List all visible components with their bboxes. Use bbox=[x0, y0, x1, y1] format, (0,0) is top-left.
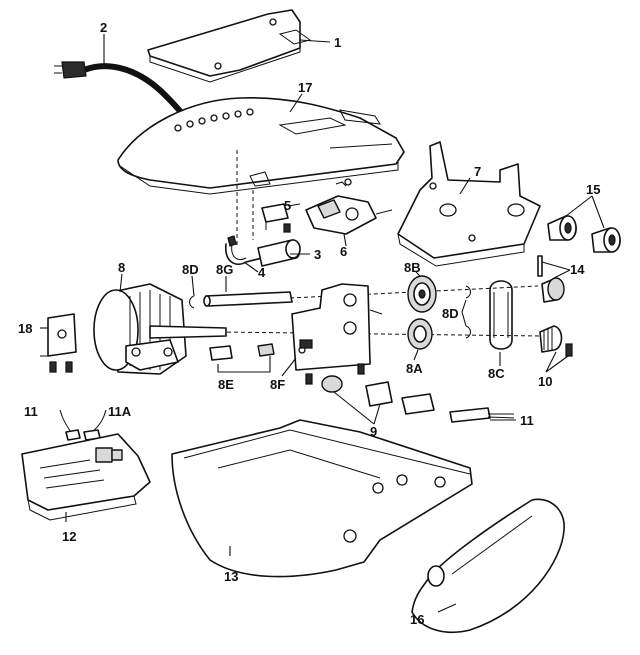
part-8-motor bbox=[93, 283, 227, 375]
part-18-bracket bbox=[40, 313, 77, 373]
part-1-top-plate bbox=[147, 9, 312, 83]
part-8g-shaft bbox=[203, 291, 293, 307]
callout-8g: 8G bbox=[216, 262, 233, 277]
callout-8a: 8A bbox=[406, 361, 423, 376]
part-8e-blocks bbox=[209, 343, 275, 361]
callout-11-left: 11 bbox=[24, 404, 38, 419]
part-5-bracket bbox=[261, 203, 291, 233]
callout-8: 8 bbox=[118, 260, 125, 275]
part-9-sensors bbox=[321, 375, 491, 423]
part-8c-belt bbox=[489, 280, 513, 350]
screws-8f bbox=[305, 363, 365, 385]
part-6-switch-assembly bbox=[305, 178, 393, 235]
callout-11-right: 11 bbox=[520, 413, 534, 428]
callout-3: 3 bbox=[314, 247, 321, 262]
callout-labels: 1 2 17 5 6 3 4 7 15 14 8 8D 8G 8B 8D 8A … bbox=[18, 20, 600, 627]
callout-8c: 8C bbox=[488, 366, 505, 381]
callout-9: 9 bbox=[370, 424, 377, 439]
callout-4: 4 bbox=[258, 265, 266, 280]
part-3-capacitor bbox=[257, 239, 301, 267]
callout-16: 16 bbox=[410, 612, 424, 627]
callout-7: 7 bbox=[474, 164, 481, 179]
callout-8b: 8B bbox=[404, 260, 421, 275]
leader-lines bbox=[40, 34, 605, 613]
part-14-sprocket bbox=[537, 255, 565, 303]
callout-8d-left: 8D bbox=[182, 262, 199, 277]
assembly-line-upper-shaft bbox=[289, 285, 539, 299]
callout-5: 5 bbox=[284, 198, 291, 213]
part-16-lens bbox=[411, 498, 565, 634]
callout-8e: 8E bbox=[218, 377, 234, 392]
part-8b-sprocket bbox=[407, 275, 437, 313]
part-4-strap bbox=[225, 235, 271, 266]
part-13-cover bbox=[171, 419, 473, 578]
callout-1: 1 bbox=[334, 35, 341, 50]
callout-13: 13 bbox=[224, 569, 238, 584]
callout-15: 15 bbox=[586, 182, 600, 197]
part-12-logic-board bbox=[21, 433, 151, 521]
callout-17: 17 bbox=[298, 80, 312, 95]
callout-14: 14 bbox=[570, 262, 585, 277]
callout-12: 12 bbox=[62, 529, 76, 544]
callout-10: 10 bbox=[538, 374, 552, 389]
part-11-wires-left bbox=[61, 415, 105, 441]
part-15-bearings bbox=[547, 215, 621, 253]
callout-2: 2 bbox=[100, 20, 107, 35]
callout-8f: 8F bbox=[270, 377, 285, 392]
part-8d-clips bbox=[188, 285, 472, 339]
part-8a-sprocket bbox=[407, 318, 433, 350]
callout-6: 6 bbox=[340, 244, 347, 259]
part-7-mounting-bracket bbox=[397, 141, 541, 267]
assembly-line-lower-shaft bbox=[219, 331, 541, 337]
callout-11a: 11A bbox=[108, 404, 132, 419]
part-11-harness-right bbox=[487, 413, 515, 419]
callout-18: 18 bbox=[18, 321, 32, 336]
part-10-gear bbox=[539, 325, 573, 357]
part-8f-bracket-plate bbox=[291, 283, 383, 371]
part-17-chassis bbox=[117, 96, 405, 195]
callout-8d-right: 8D bbox=[442, 306, 459, 321]
